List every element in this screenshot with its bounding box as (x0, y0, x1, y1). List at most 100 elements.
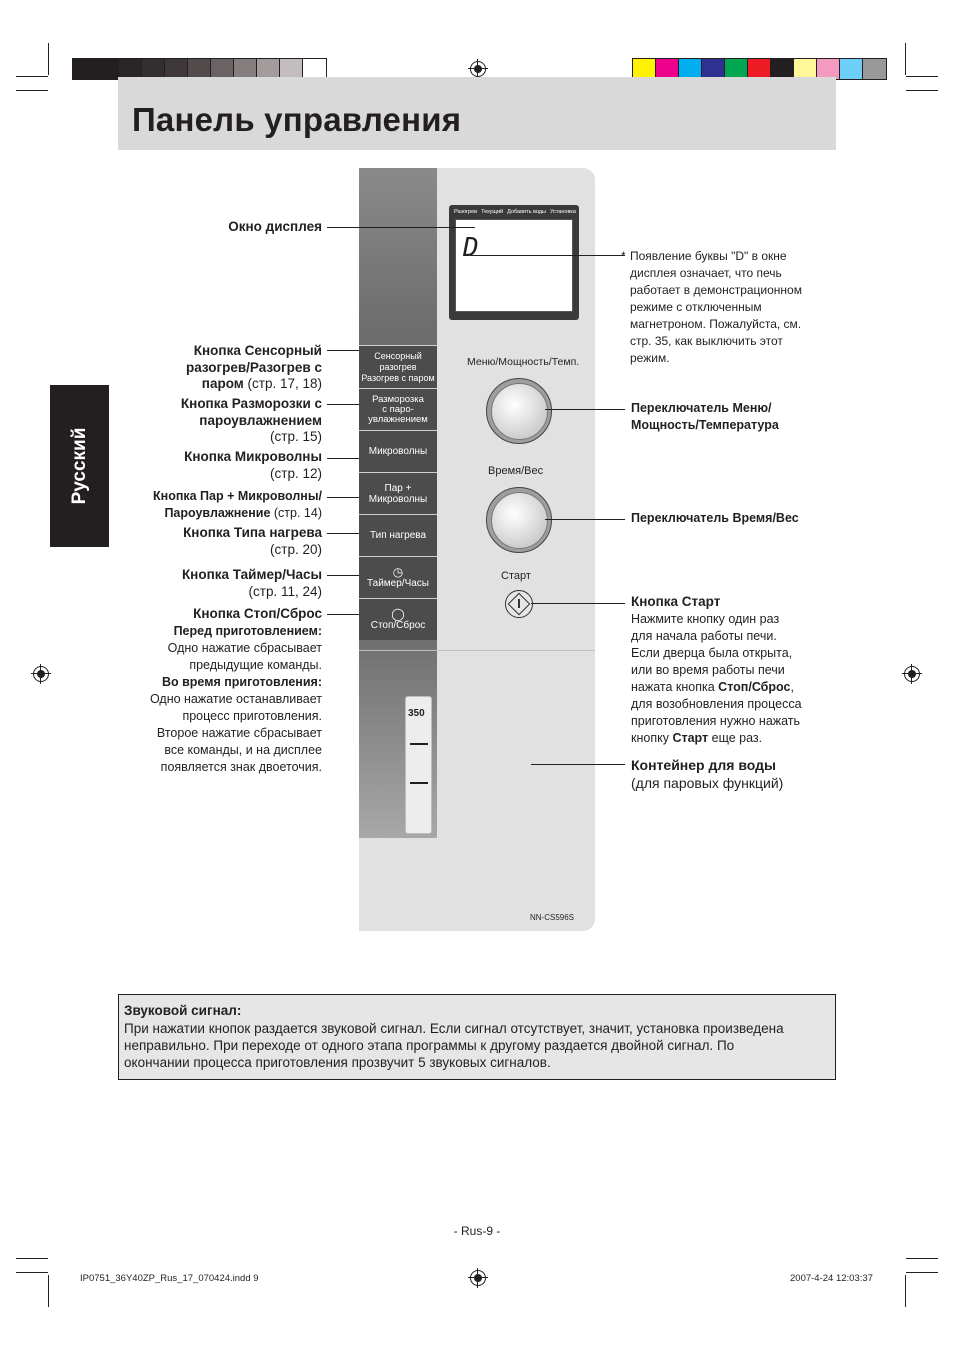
page-ref: (стр. 15) (270, 429, 322, 444)
heat-type-button[interactable]: Тип нагрева (359, 514, 437, 556)
display-demo-char: D (463, 233, 479, 263)
time-knob-label: Время/Вес (488, 465, 544, 477)
description-line: Второе нажатие сбрасывает (156, 726, 322, 740)
clock-icon: ◷ (392, 565, 404, 579)
start-callout: Кнопка Старт (631, 594, 720, 611)
description-line: Нажмите кнопку один раз (631, 612, 780, 626)
water-level-tick (410, 743, 428, 745)
time-weight-dial[interactable] (486, 487, 552, 553)
callout-line (545, 409, 625, 410)
color-swatch (303, 59, 326, 79)
start-button[interactable] (505, 590, 533, 618)
button-label: Стоп/Сброс (370, 620, 426, 631)
note-line: работает в демонстрационном (630, 283, 802, 297)
display-indicator-labels: Разогрев Текущий Добавить воды Установка (454, 209, 576, 218)
sensor-reheat-button[interactable]: Сенсорный разогрев Разогрев с паром (359, 345, 437, 388)
callout-title: Кнопка Микроволны (184, 449, 322, 464)
steam-defrost-button[interactable]: Разморозка с паро- увлажнением (359, 388, 437, 430)
asterisk: * (621, 249, 626, 263)
callout-title: пароувлажнением (199, 412, 322, 428)
display-label: Разогрев (454, 209, 478, 215)
button-label: увлажнением (368, 413, 428, 425)
stop-reset-button[interactable]: ◯ Стоп/Сброс (359, 598, 437, 640)
callout-title: Кнопка Разморозки с (180, 396, 322, 411)
crop-mark (16, 90, 48, 91)
page-header: Панель управления (118, 77, 836, 150)
crop-mark (905, 1275, 906, 1307)
color-swatch (142, 59, 165, 79)
registration-mark-icon (31, 664, 51, 684)
sound-signal-box: Звуковой сигнал: При нажатии кнопок разд… (118, 994, 836, 1080)
description-line: все команды, и на дисплее (164, 743, 322, 757)
color-swatch (234, 59, 257, 79)
button-label: Таймер/Часы (367, 578, 429, 589)
subheading: Во время приготовления: (161, 675, 322, 689)
callout-title: Кнопка Стоп/Сброс (193, 606, 322, 621)
water-level-tick (410, 782, 428, 784)
callout-subtitle: (для паровых функций) (631, 774, 784, 791)
color-swatch (211, 59, 234, 79)
description-line: процесс приготовления. (182, 709, 322, 723)
sound-line: окончании процесса приготовления прозвуч… (124, 1055, 551, 1070)
description-line: Одно нажатие сбрасывает (167, 641, 322, 655)
note-line: магнетроном. Пожалуйста, см. (630, 317, 802, 331)
description-line: приготовления нужно нажать (631, 714, 801, 728)
description-line: Если дверца была открыта, (631, 646, 793, 660)
registration-mark-icon (468, 1268, 488, 1288)
registration-mark-icon (902, 664, 922, 684)
color-swatch (257, 59, 280, 79)
description-line: , (790, 680, 794, 694)
sound-signal-text: При нажатии кнопок раздается звуковой си… (124, 1020, 830, 1071)
stop-reset-description: Перед приготовлением: Одно нажатие сбрас… (150, 623, 322, 776)
sound-line: неправильно. При переходе от одного этап… (124, 1038, 735, 1053)
callout-line (545, 519, 625, 520)
water-level-mark: 350 (408, 708, 425, 719)
button-label: Разогрев с паром (361, 372, 435, 383)
crop-mark (48, 43, 49, 75)
inline-bold: Старт (672, 731, 709, 745)
color-swatch (771, 59, 794, 79)
crop-mark (906, 1258, 938, 1259)
panel-divider (359, 650, 595, 651)
callout-title: Кнопка Старт (631, 594, 721, 609)
sensor-reheat-callout: Кнопка Сенсорный разогрев/Разогрев с пар… (186, 343, 322, 393)
display-label: Добавить воды (507, 209, 546, 215)
microwave-button[interactable]: Микроволны (359, 430, 437, 472)
callout-line (327, 350, 359, 351)
description-line: или во время работы печи (631, 663, 785, 677)
timer-clock-button[interactable]: ◷ Таймер/Часы (359, 556, 437, 598)
button-label: Тип нагрева (369, 530, 427, 541)
button-label: Микроволны (368, 446, 428, 457)
crop-mark (48, 1275, 49, 1307)
steam-microwave-button[interactable]: Пар + Микроволны (359, 472, 437, 514)
color-swatch (188, 59, 211, 79)
page-ref: (стр. 20) (270, 541, 322, 557)
crop-mark (16, 1258, 48, 1259)
callout-title: Пароувлажнение (164, 506, 271, 520)
menu-dial-callout: Переключатель Меню/ Мощность/Температура (631, 400, 779, 434)
menu-power-temp-dial[interactable] (486, 378, 552, 444)
description-line: появляется знак двоеточия. (160, 760, 322, 774)
start-label: Старт (501, 570, 531, 582)
water-container[interactable] (405, 696, 432, 834)
timer-clock-callout: Кнопка Таймер/Часы (стр. 11, 24) (182, 567, 322, 600)
callout-line (327, 614, 359, 615)
subheading: Перед приготовлением: (173, 624, 322, 638)
process-color-bar (632, 58, 887, 80)
file-slug: IP0751_36Y40ZP_Rus_17_070424.indd 9 (80, 1273, 259, 1284)
page-ref: (стр. 12) (270, 465, 322, 481)
color-swatch (280, 59, 303, 79)
menu-knob-label: Меню/Мощность/Темп. (467, 356, 580, 368)
color-swatch (863, 59, 886, 79)
callout-title: Окно дисплея (228, 219, 322, 234)
button-label: Микроволны (368, 493, 428, 505)
button-label: Пар + (384, 482, 412, 494)
description-line: Одно нажатие останавливает (149, 692, 322, 706)
start-description: Нажмите кнопку один раз для начала работ… (631, 611, 802, 747)
note-line: режиме с отключенным (630, 300, 762, 314)
page-number: - Rus-9 - (453, 1224, 501, 1238)
stop-reset-callout: Кнопка Стоп/Сброс (193, 606, 322, 623)
color-swatch (794, 59, 817, 79)
model-number: NN-CS596S (530, 913, 575, 922)
callout-title: Переключатель Меню/ (631, 401, 772, 415)
